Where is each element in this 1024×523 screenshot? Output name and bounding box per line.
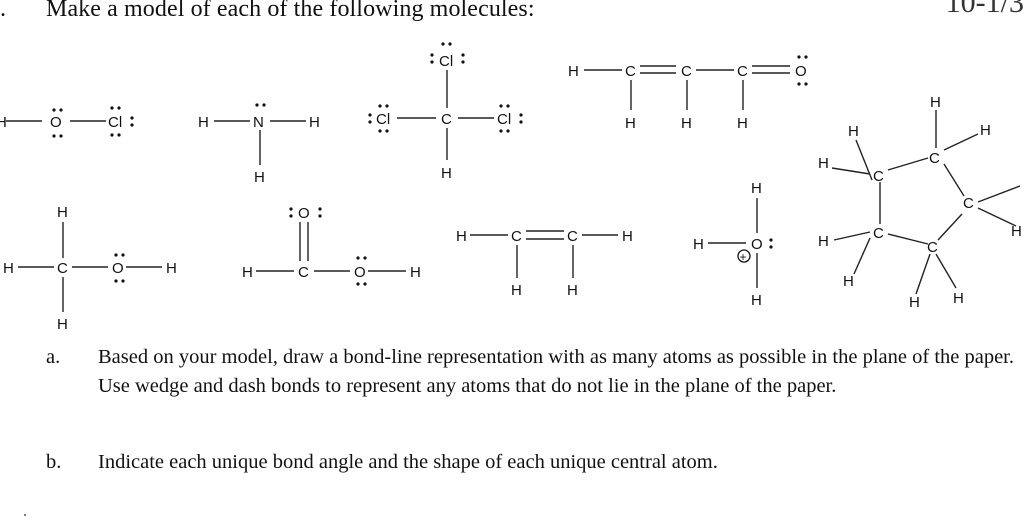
atom-label: C [927, 239, 938, 256]
atom-label: H [848, 123, 859, 140]
atom-label: H [625, 115, 636, 132]
atom-label: H [818, 233, 829, 250]
atom-label: H [3, 260, 14, 277]
atom-label: C [873, 225, 884, 242]
atom-label: H [909, 294, 920, 311]
atom-label: H [254, 169, 265, 186]
molecule-ammonia: H N H H [198, 103, 320, 186]
atom-label: H [242, 264, 253, 281]
atom-label: H [681, 115, 692, 132]
part-a-text: Based on your model, draw a bond-line re… [98, 346, 1015, 397]
atom-label: O [50, 114, 62, 131]
atom-label: C [441, 111, 452, 128]
atom-label: H [166, 260, 177, 277]
molecule-methanol: H C O H H H [3, 204, 177, 333]
molecule-cyclopentane: C C C C C H H H H H H H H H [818, 94, 1022, 311]
atom-label: N [253, 114, 264, 131]
atom-label: C [511, 228, 522, 245]
molecule-drawings: H O Cl H N H H Cl Cl C Cl H [0, 42, 1022, 333]
atom-label: H [622, 228, 633, 245]
atom-label: Cl [497, 111, 511, 128]
atom-label: H [0, 114, 7, 131]
atom-label: H [568, 63, 579, 80]
molecule-hydronium: H H O H + [693, 180, 773, 309]
atom-label: H [693, 236, 704, 253]
atom-label: O [751, 236, 763, 253]
atom-label: O [112, 260, 124, 277]
positive-charge-icon [737, 249, 751, 263]
atom-label: H [511, 282, 522, 299]
atom-label: H [198, 114, 209, 131]
atom-label: C [298, 264, 309, 281]
part-a: a. Based on your model, draw a bond-line… [46, 343, 1021, 433]
atom-label: C [625, 63, 636, 80]
atom-label: H [57, 316, 68, 333]
atom-label: C [929, 150, 940, 167]
atom-label: C [57, 260, 68, 277]
atom-label: O [354, 264, 366, 281]
atom-label: H [309, 114, 320, 131]
atom-label: C [737, 63, 748, 80]
atom-label: H [737, 115, 748, 132]
atom-label: C [567, 228, 578, 245]
atom-label: H [980, 122, 991, 139]
atom-label: H [567, 282, 578, 299]
atom-label: H [751, 180, 762, 197]
atom-label: Cl [108, 114, 122, 131]
charge-label: + [740, 250, 747, 264]
atom-label: H [410, 264, 421, 281]
atom-label: C [873, 168, 884, 185]
molecule-acrolein: H C C C O H H H [568, 55, 808, 132]
atom-label: H [456, 228, 467, 245]
atom-label: Cl [439, 53, 453, 70]
question-prompt: Make a model of each of the following mo… [46, 0, 535, 22]
atom-label: H [843, 273, 854, 290]
part-b-text: Indicate each unique bond angle and the … [98, 451, 718, 473]
atom-label: H [818, 155, 829, 172]
molecule-ethylene: H C C H H H [456, 228, 633, 299]
atom-label: H [1011, 223, 1022, 240]
atom-label: H [751, 292, 762, 309]
atom-label: H [930, 94, 941, 111]
question-number: . [0, 0, 6, 22]
atom-label: O [795, 63, 807, 80]
molecule-hypochlorous-acid: H O Cl [0, 106, 134, 138]
part-a-letter: a. [46, 346, 61, 368]
atom-label: H [441, 165, 452, 182]
part-b-letter: b. [46, 451, 62, 473]
atom-label: H [953, 290, 964, 307]
part-b: b. Indicate each unique bond angle and t… [46, 448, 1021, 478]
molecule-formic-acid: O H C O H [242, 205, 421, 286]
stray-mark [24, 514, 26, 516]
atom-label: H [57, 204, 68, 221]
atom-label: C [681, 63, 692, 80]
corner-handwriting: 10-1/3 [945, 0, 1024, 19]
atom-label: Cl [376, 111, 390, 128]
atom-label: C [963, 195, 974, 212]
atom-label: O [298, 205, 310, 222]
molecule-chloroform: Cl Cl C Cl H [368, 42, 523, 182]
